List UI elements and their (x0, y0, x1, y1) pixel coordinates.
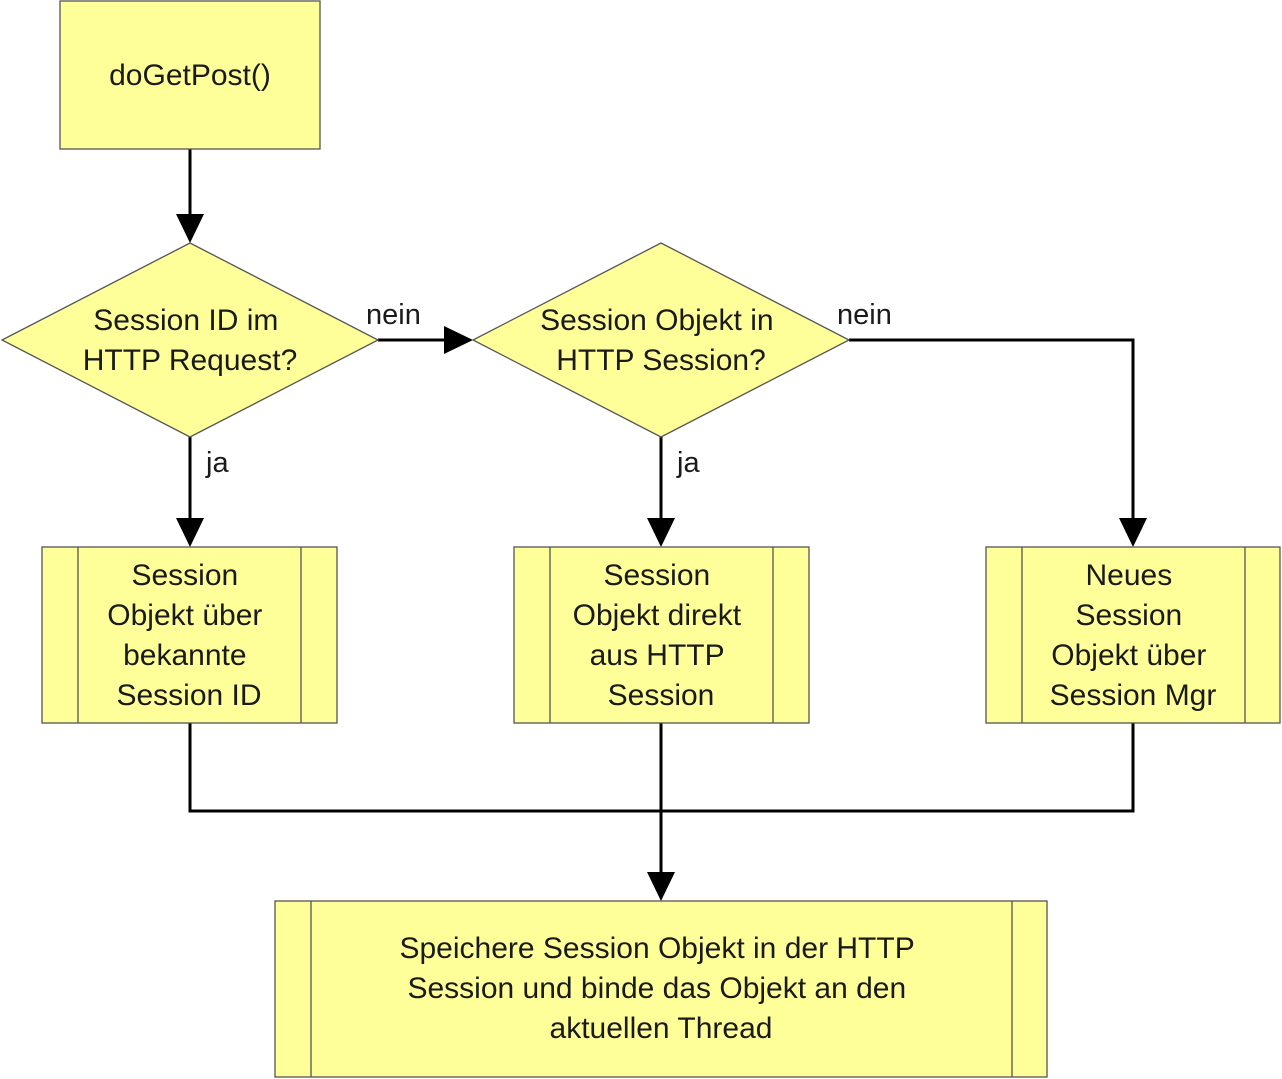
connectors (176, 149, 1147, 901)
edge-label-decision1-no: nein (366, 299, 421, 331)
arrowhead-process2 (647, 518, 675, 547)
arrowhead-final (647, 872, 675, 901)
process-node-direct-from-session-label: Session Objekt direkt aus HTTP Session (573, 559, 750, 712)
arrowhead-decision2 (444, 326, 473, 354)
arrowhead-process1 (176, 518, 204, 547)
process-node-new-session-object-label: Neues Session Objekt über Session Mgr (1050, 559, 1217, 712)
arrowhead-decision1 (176, 214, 204, 243)
decision-node-session-id: Session ID im HTTP Request? (0, 242, 380, 438)
decision-node-session-object: Session Objekt in HTTP Session? (471, 242, 851, 438)
process-node-known-session-id-label: Session Objekt über bekannte Session ID (107, 559, 270, 712)
edge-label-decision2-yes: ja (676, 447, 700, 479)
process-node-known-session-id: Session Objekt über bekannte Session ID (41, 546, 338, 724)
process-node-direct-from-session: Session Objekt direkt aus HTTP Session (513, 546, 810, 724)
arrowhead-process3 (1119, 518, 1147, 547)
decision-node-session-object-label: Session Objekt in HTTP Session? (540, 304, 782, 377)
decision-node-session-id-label: Session ID im HTTP Request? (83, 304, 298, 377)
process-node-new-session-object: Neues Session Objekt über Session Mgr (985, 546, 1281, 724)
process-node-store-session: Speichere Session Objekt in der HTTP Ses… (274, 900, 1048, 1078)
edge-label-decision2-no: nein (837, 299, 892, 331)
start-node-label: doGetPost() (109, 59, 271, 92)
start-node: doGetPost() (59, 0, 321, 150)
process-node-store-session-label: Speichere Session Objekt in der HTTP Ses… (399, 932, 922, 1045)
connector-decision2-no (849, 338, 1135, 522)
edge-label-decision1-yes: ja (205, 447, 229, 479)
